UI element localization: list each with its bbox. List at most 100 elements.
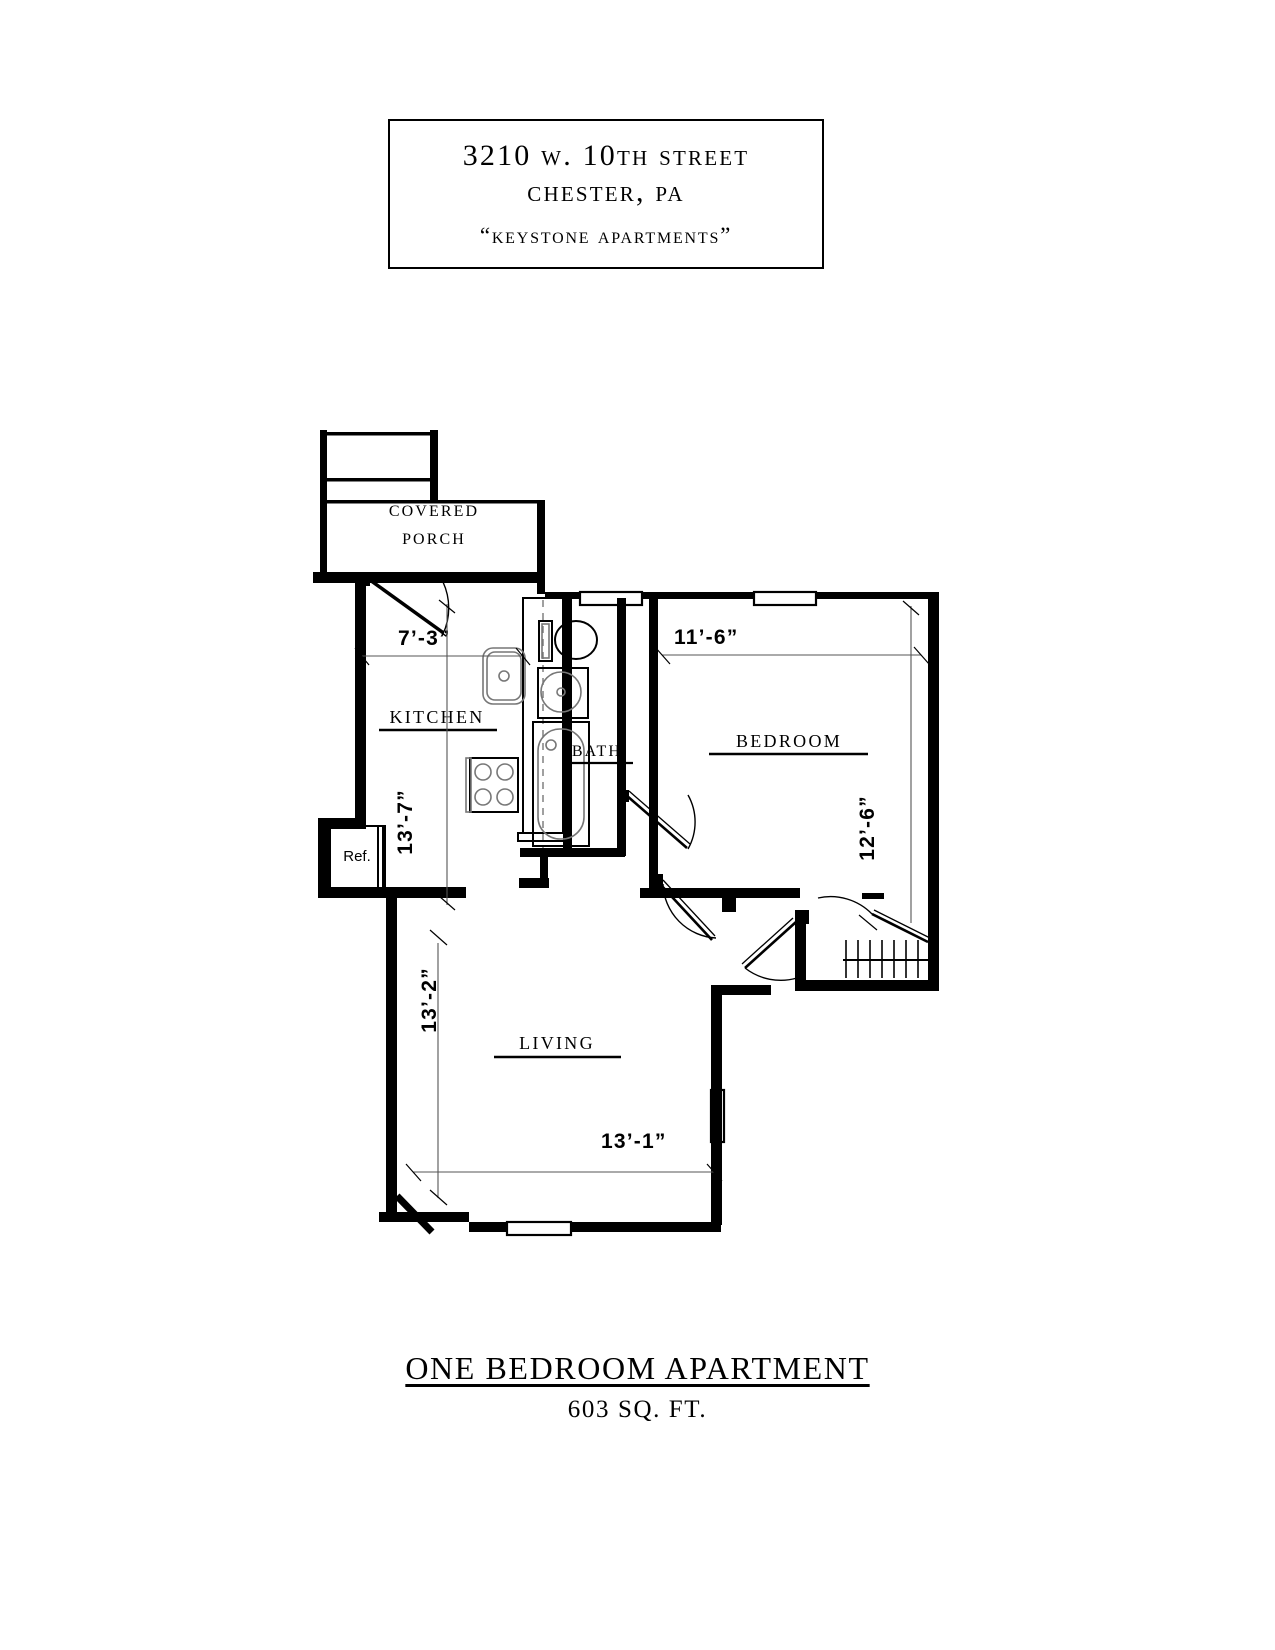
porch-rail-1 (327, 432, 437, 436)
dim-tick-kitchen-w-right (515, 647, 531, 666)
bath-right-wall (617, 598, 626, 856)
title-building-name-line: “Keystone Apartments” (479, 222, 733, 248)
closet-door-swing-arc (817, 895, 873, 915)
kitchen-sink-basin (482, 647, 526, 705)
window-top-bath (578, 590, 644, 607)
living-label: Living (519, 1028, 595, 1055)
window-living-bottom (505, 1220, 573, 1237)
refrigerator-door (377, 825, 386, 889)
living-area: Living (394, 1028, 621, 1235)
hall-door-swing-arc (744, 967, 798, 981)
bath-label: Bath (572, 736, 622, 761)
bedroom-door-leaf (659, 883, 713, 941)
range-burner-1 (474, 763, 492, 781)
entry-door-swing-arc (442, 581, 450, 635)
kitchen-counter-run (522, 597, 564, 834)
toilet-tank (538, 620, 553, 662)
entry-door (356, 572, 450, 637)
kitchen-base-cabinet-end (517, 832, 571, 842)
bath-door-leaf (625, 794, 688, 849)
dim-bedroom-width-label: 11’-6” (674, 626, 738, 649)
kitchen-range-control-panel (465, 757, 472, 813)
dim-kitchen-depth-label: 13’-7” (394, 789, 417, 855)
bedroom-door-jamb (649, 874, 663, 888)
dim-tick-bedroom-d-top (902, 600, 920, 616)
bedroom-bottom-wall (640, 888, 800, 898)
dim-tick-living-w-left (405, 1163, 422, 1182)
kitchen-area: Ref. Kitchen (329, 597, 571, 889)
top-wall-kitchen-seg (443, 572, 545, 583)
top-wall-seg-c (816, 592, 936, 599)
closet-door-leaf-edge (873, 909, 931, 939)
top-wall-seg-b (641, 592, 754, 599)
covered-porch-label-line1: Covered (389, 496, 479, 521)
bottom-wall-seg-b (571, 1222, 721, 1232)
window-living-right (709, 1088, 726, 1144)
dimension-lines: 7’-3” 13’-7” 11’-6” 12’-6” 13’-2” 13’-1” (354, 599, 930, 1206)
porch-rail-3 (327, 500, 545, 504)
dim-tick-bedroom-d-bot (858, 914, 878, 931)
entry-door-jamb (356, 572, 370, 586)
title-block: 3210 W. 10th Street Chester, PA “Keyston… (388, 119, 824, 269)
exterior-walls (313, 572, 939, 1237)
bath-bottom-wall-b (563, 848, 625, 857)
bottom-wall-left-stub (379, 1212, 469, 1222)
hall-doors (741, 910, 809, 981)
bath-pipe-chase (540, 857, 548, 885)
kitchen-sink-inner (486, 651, 522, 701)
bedroom-area: Bedroom (640, 592, 868, 941)
hall-door-jamb (795, 910, 809, 924)
bath-area: Bath (519, 598, 696, 888)
bathtub-drain (545, 739, 557, 751)
bath-vanity (537, 667, 589, 719)
dim-bedroom-depth-label: 12’-6” (856, 795, 879, 861)
window-top-bedroom (752, 590, 818, 607)
dim-tick-kitchen-d-top (438, 599, 456, 614)
bedroom-door-swing-arc (662, 883, 717, 939)
hall-door-leaf (744, 921, 797, 969)
bath-bottom-wall-a (520, 848, 575, 857)
dim-tick-living-d-top (429, 929, 448, 946)
bathtub-surround (532, 721, 590, 847)
closet-door-leaf (871, 912, 929, 944)
dim-living-depth-label: 13’-2” (418, 967, 441, 1033)
dim-living-width-label: 13’-1” (601, 1130, 667, 1153)
range-burner-2 (496, 763, 514, 781)
kitchen-label: Kitchen (389, 702, 484, 729)
range-burner-4 (496, 788, 514, 806)
dim-tick-kitchen-w-left (354, 647, 370, 666)
bedroom-left-wall (649, 592, 658, 884)
bathtub-basin (537, 728, 585, 840)
porch-left-post (320, 430, 327, 572)
title-city-state-line: Chester, PA (527, 174, 685, 208)
bath-wall-stub (519, 878, 549, 888)
bottom-wall-seg-a (469, 1222, 507, 1232)
dim-kitchen-width-label: 7’-3” (398, 627, 451, 650)
closet-head-jamb (862, 893, 884, 899)
closet-left-wall (795, 910, 806, 990)
bath-left-wall (563, 598, 572, 848)
porch-rail-2 (327, 478, 437, 482)
dim-tick-living-w-right (706, 1163, 723, 1182)
hall-door-leaf-edge (741, 917, 794, 965)
ref-alcove-bottom-wall (318, 887, 466, 898)
entry-door-leaf-edge (370, 581, 447, 637)
title-address-line: 3210 W. 10th Street (462, 139, 750, 173)
footer: ONE BEDROOM APARTMENT 603 SQ. FT. (0, 1350, 1275, 1424)
kitchen-range (469, 757, 519, 813)
living-corner-angle-wall (394, 1193, 435, 1235)
plan-type-title: ONE BEDROOM APARTMENT (405, 1350, 870, 1386)
ref-alcove-top-wall (318, 818, 366, 829)
kitchen-sink-drain (498, 670, 510, 682)
living-jog-wall (711, 985, 771, 995)
refrigerator-box (329, 825, 384, 889)
dim-tick-bedroom-w-right (913, 646, 930, 665)
dim-tick-bedroom-w-left (654, 646, 671, 665)
bedroom-door-leaf-edge (662, 879, 716, 937)
bath-door-jamb (617, 790, 629, 802)
plan-square-footage: 603 SQ. FT. (567, 1396, 708, 1423)
dim-tick-living-d-bot (429, 1189, 448, 1206)
dim-tick-kitchen-d-bot (438, 895, 456, 911)
entry-door-leaf (367, 576, 444, 634)
porch-right-wall (537, 500, 545, 572)
